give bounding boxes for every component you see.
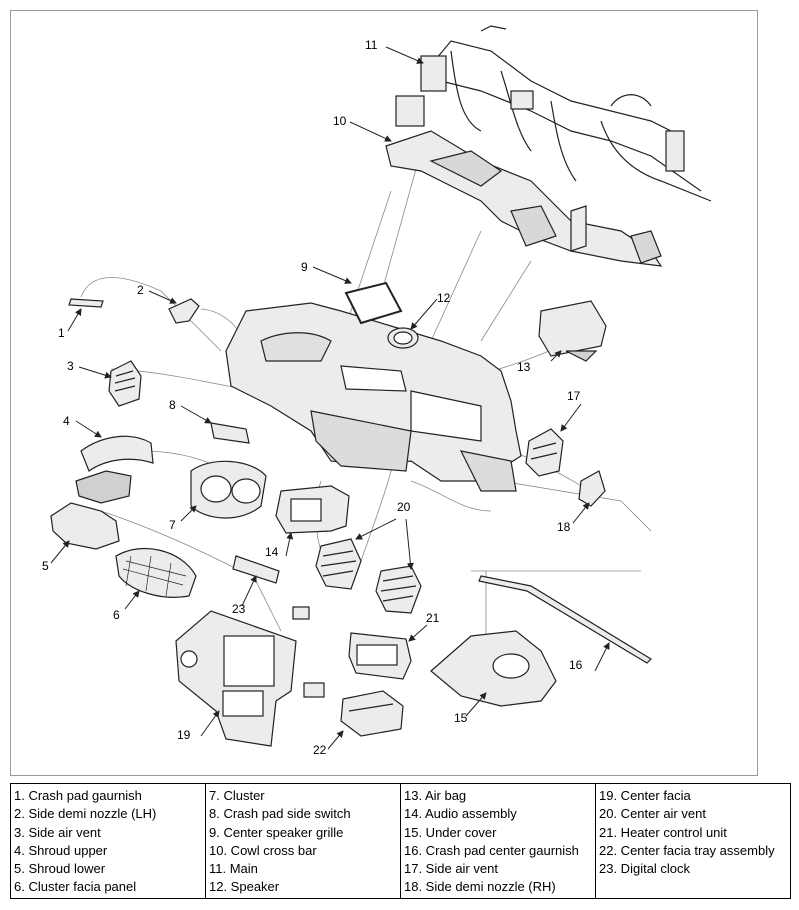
- side-demi-nozzle-rh-part: [578, 470, 606, 507]
- side-air-vent-rh-part: [525, 428, 564, 477]
- heater-control-unit-part: [348, 632, 412, 680]
- connector-part: [303, 682, 325, 698]
- callout-14: 14: [265, 545, 279, 559]
- side-demi-nozzle-lh-part: [168, 298, 200, 324]
- legend-item: 6. Cluster facia panel: [14, 879, 137, 895]
- legend-item: 11. Main: [209, 861, 258, 877]
- legend-item: 21. Heater control unit: [599, 824, 727, 840]
- callout-12: 12: [437, 291, 451, 305]
- callout-9: 9: [301, 260, 308, 274]
- legend-item: 12. Speaker: [209, 879, 280, 895]
- legend-item: 22. Center facia tray assembly: [599, 842, 775, 858]
- callout-7: 7: [169, 518, 176, 532]
- audio-assembly-part: [275, 485, 350, 534]
- legend-item: 13. Air bag: [404, 788, 467, 803]
- legend-item: 1. Crash pad gaurnish: [14, 788, 142, 803]
- legend-column-1: 1. Crash pad gaurnish 2. Side demi nozzl…: [10, 783, 206, 899]
- shroud-grille-part: [75, 470, 132, 504]
- legend-item: 16. Crash pad center gaurnish: [404, 842, 579, 858]
- callout-leaders: [50, 46, 610, 750]
- legend-column-4: 19. Center facia 20. Center air vent 21.…: [595, 783, 791, 899]
- center-speaker-grille-part: [344, 281, 403, 325]
- callout-13: 13: [517, 360, 531, 374]
- center-facia-tray-part: [340, 690, 404, 737]
- callout-6: 6: [113, 608, 120, 622]
- cluster-facia-panel-part: [115, 547, 197, 598]
- legend-item: 3. Side air vent: [14, 824, 101, 840]
- legend-item: [599, 878, 787, 896]
- callout-4: 4: [63, 414, 70, 428]
- callout-19: 19: [177, 728, 191, 742]
- exploded-diagram: 11 10 9 12 1 2 3 4 8 7 5 13 14 20 17 18 …: [10, 10, 758, 776]
- speaker-part: [387, 327, 419, 349]
- center-facia-part: [175, 610, 297, 747]
- legend-item: 10. Cowl cross bar: [209, 842, 317, 858]
- callout-1: 1: [58, 326, 65, 340]
- callout-22: 22: [313, 743, 327, 757]
- callout-11: 11: [365, 38, 378, 52]
- small-knob-part: [292, 606, 310, 620]
- legend-item: 14. Audio assembly: [404, 806, 517, 822]
- callout-23: 23: [232, 602, 246, 616]
- legend-item: 18. Side demi nozzle (RH): [404, 879, 556, 895]
- callout-16: 16: [569, 658, 583, 672]
- legend-column-2: 7. Cluster 8. Crash pad side switch 9. C…: [205, 783, 401, 899]
- main-harness-part: [395, 25, 712, 202]
- callout-18: 18: [557, 520, 571, 534]
- digital-clock-part: [232, 555, 280, 584]
- legend-item: 17. Side air vent: [404, 861, 498, 877]
- crash-pad-garnish-part: [68, 298, 104, 308]
- callout-20: 20: [397, 500, 411, 514]
- legend-item: 7. Cluster: [209, 788, 265, 803]
- callout-10: 10: [333, 114, 347, 128]
- callout-2: 2: [137, 283, 144, 297]
- parts-legend-table: 1. Crash pad gaurnish 2. Side demi nozzl…: [10, 783, 791, 899]
- legend-column-3: 13. Air bag 14. Audio assembly 15. Under…: [400, 783, 596, 899]
- under-cover-part: [430, 630, 557, 707]
- crash-pad-center-garnish-part: [478, 575, 652, 664]
- legend-item: 2. Side demi nozzle (LH): [14, 806, 157, 822]
- center-air-vent-part: [315, 538, 422, 614]
- crash-pad-part: [225, 302, 522, 492]
- legend-item: 19. Center facia: [599, 788, 691, 803]
- cowl-cross-bar-part: [385, 130, 663, 267]
- legend-item: 20. Center air vent: [599, 806, 706, 822]
- callout-17: 17: [567, 389, 581, 403]
- legend-item: 9. Center speaker grille: [209, 824, 344, 840]
- side-air-vent-lh-part: [108, 360, 142, 407]
- air-bag-part: [538, 300, 607, 362]
- callout-21: 21: [426, 611, 440, 625]
- callout-5: 5: [42, 559, 49, 573]
- cluster-part: [190, 460, 267, 519]
- legend-item: 4. Shroud upper: [14, 842, 108, 858]
- legend-item: 23. Digital clock: [599, 861, 691, 877]
- callout-15: 15: [454, 711, 468, 725]
- shroud-upper-part: [80, 435, 154, 472]
- shroud-lower-part: [50, 502, 120, 550]
- legend-item: 8. Crash pad side switch: [209, 806, 351, 822]
- callout-8: 8: [169, 398, 176, 412]
- crash-pad-side-switch-part: [210, 422, 250, 444]
- callout-3: 3: [67, 359, 74, 373]
- legend-item: 5. Shroud lower: [14, 861, 106, 877]
- diagram-drawing: [50, 25, 712, 750]
- legend-item: 15. Under cover: [404, 824, 497, 840]
